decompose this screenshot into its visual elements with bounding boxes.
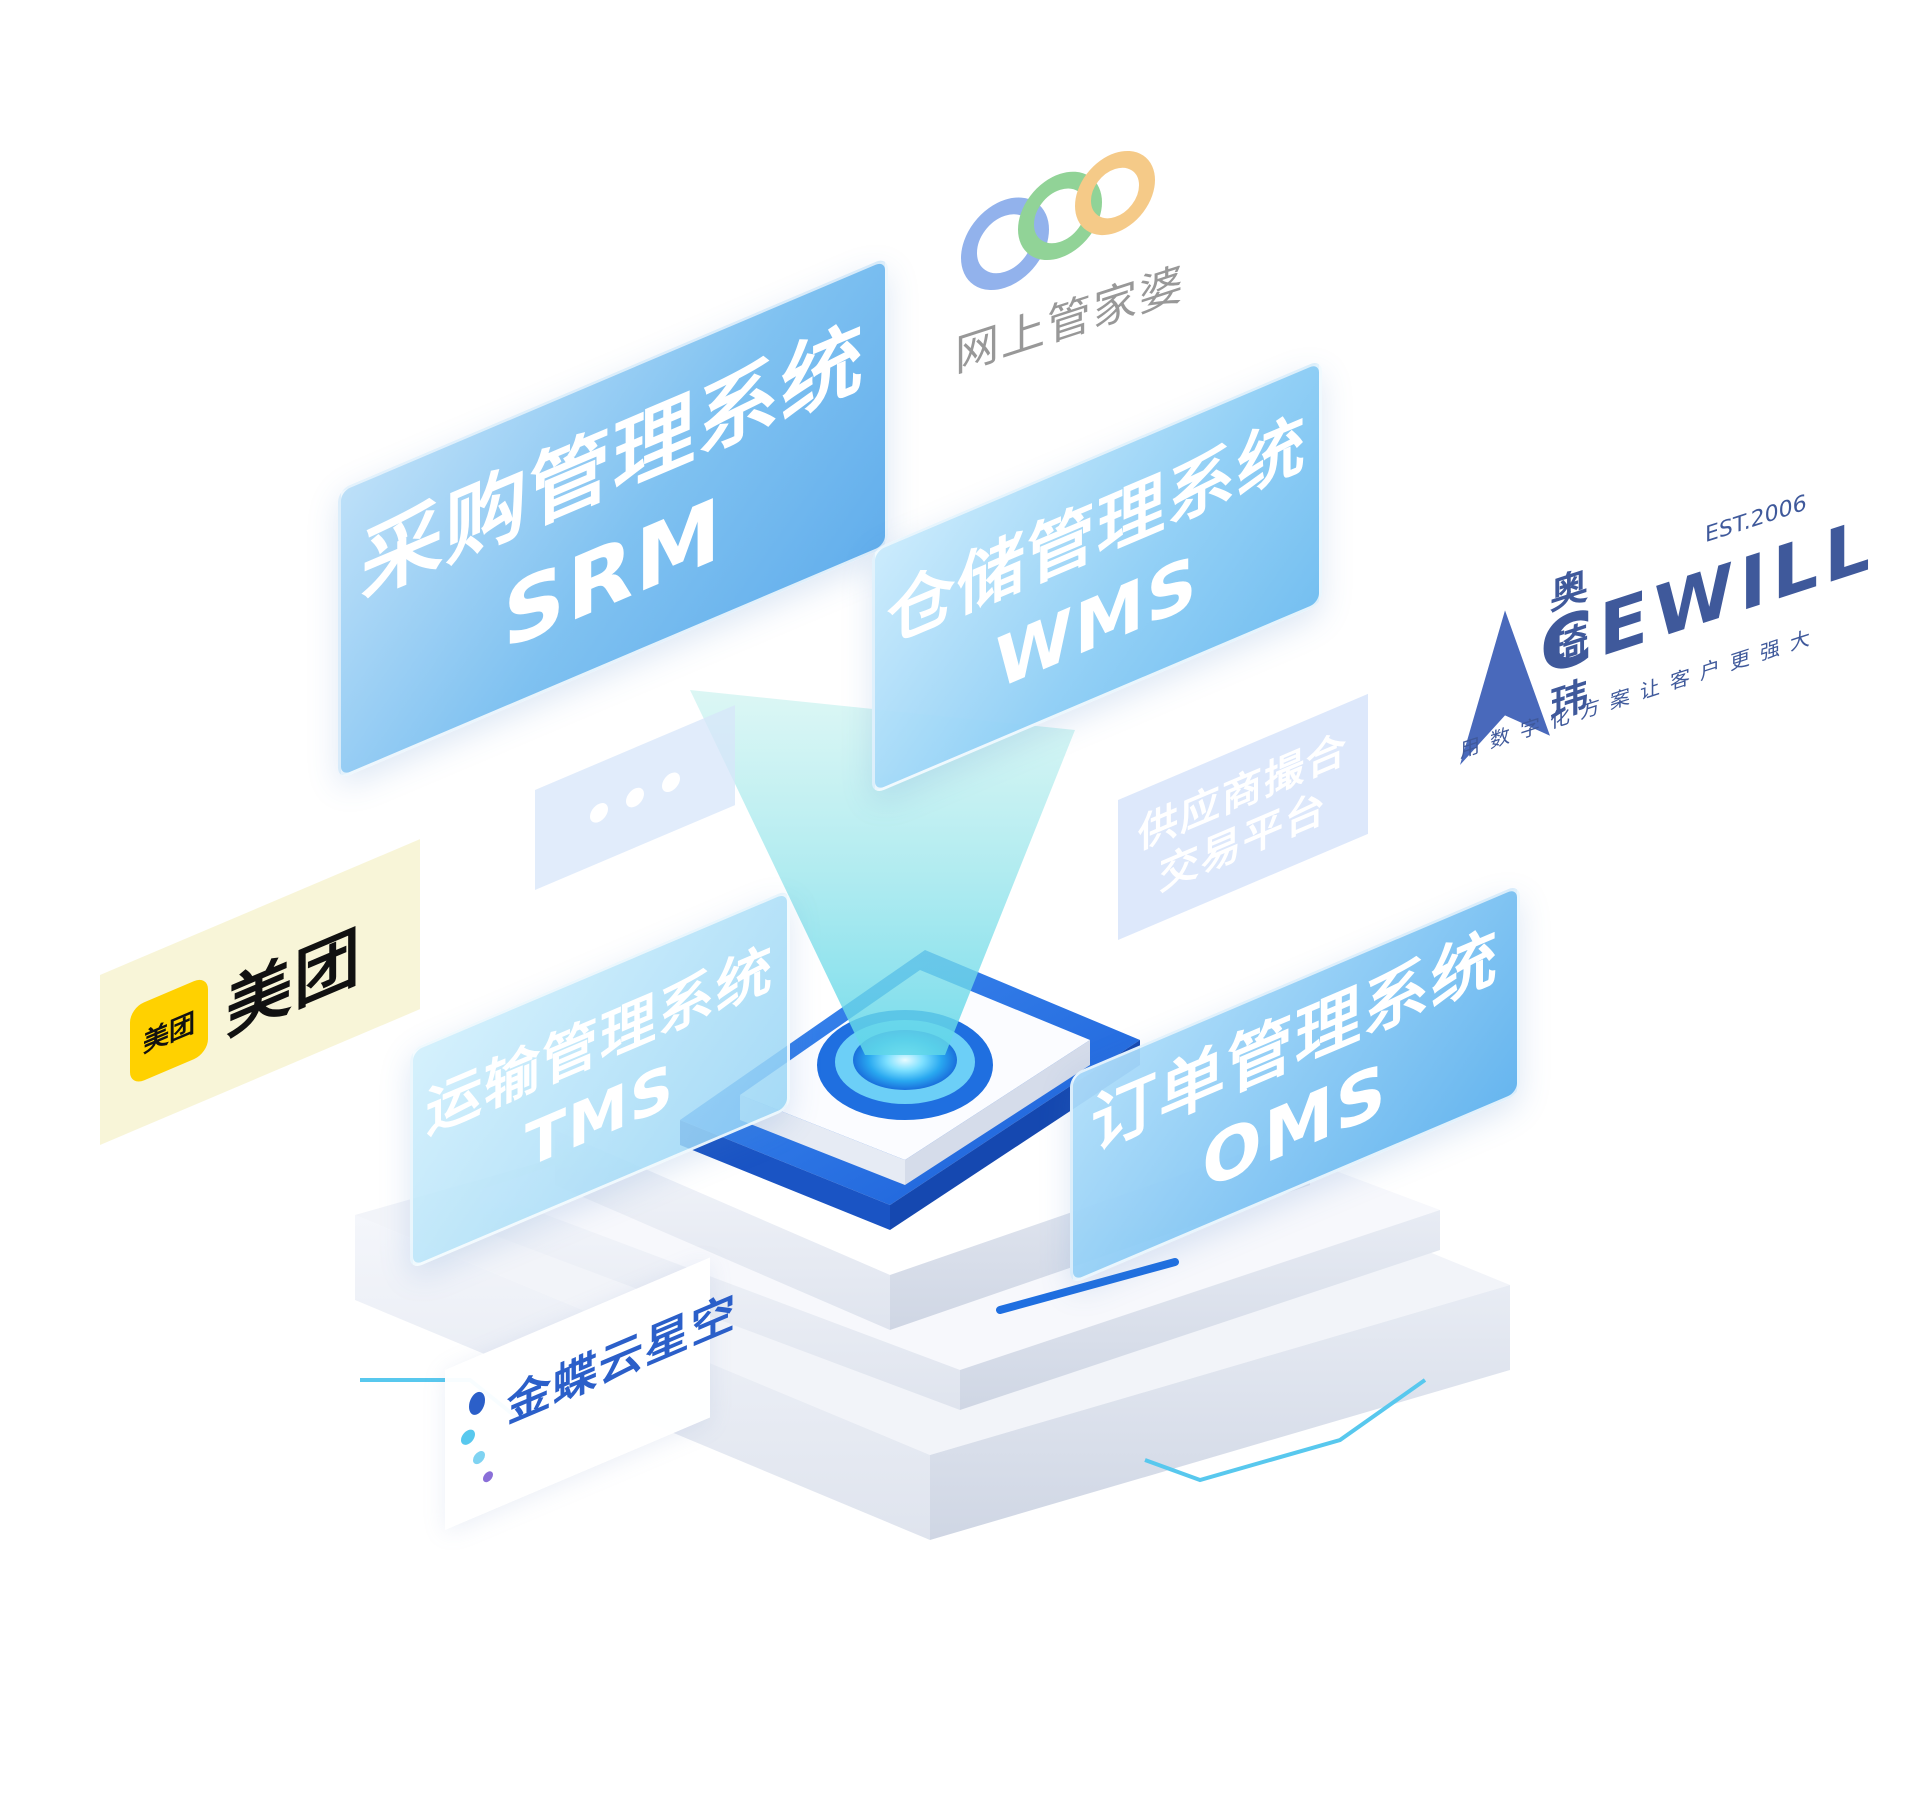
meituan-badge-icon: 美团 [130, 975, 208, 1087]
kingdee-dot-icon [483, 1469, 493, 1484]
meituan-logo: 美团 美团 [100, 839, 420, 1145]
top-plate-right [905, 1040, 1090, 1185]
srm-card: 采购管理系统 SRM [338, 256, 888, 781]
kingdee-wordmark: 金蝶云星空 [507, 1285, 737, 1434]
supplier-matching-panel: 供应商撮合 交易平台 [1118, 693, 1368, 940]
acewill-a-icon [1460, 610, 1550, 765]
kingdee-dot-icon [461, 1427, 475, 1448]
kingdee-logo: 金蝶云星空 [445, 1257, 737, 1530]
glow-button-ring [835, 1020, 975, 1104]
wangshang-rings-icon [961, 150, 1155, 291]
base-slab-right [930, 1285, 1510, 1540]
oms-card: 订单管理系统 OMS [1070, 883, 1520, 1285]
floor-line-right [1144, 1378, 1427, 1483]
top-plate [740, 970, 1090, 1160]
kingdee-dot-icon [469, 1389, 485, 1418]
wangshang-logo: 网上管家婆 [955, 125, 1185, 385]
more-dot-icon [626, 784, 644, 811]
middle-block-right [960, 1210, 1440, 1410]
more-dot-icon [590, 800, 608, 826]
tms-card: 运输管理系统 TMS [410, 888, 790, 1270]
wms-card: 仓储管理系统 WMS [872, 358, 1322, 795]
glow-button-core [853, 1030, 957, 1090]
glow-button-outer [817, 1010, 993, 1120]
more-panel [535, 705, 735, 890]
more-dot-icon [662, 769, 680, 796]
kingdee-dot-icon [473, 1449, 485, 1467]
meituan-wordmark: 美团 [226, 915, 362, 1051]
